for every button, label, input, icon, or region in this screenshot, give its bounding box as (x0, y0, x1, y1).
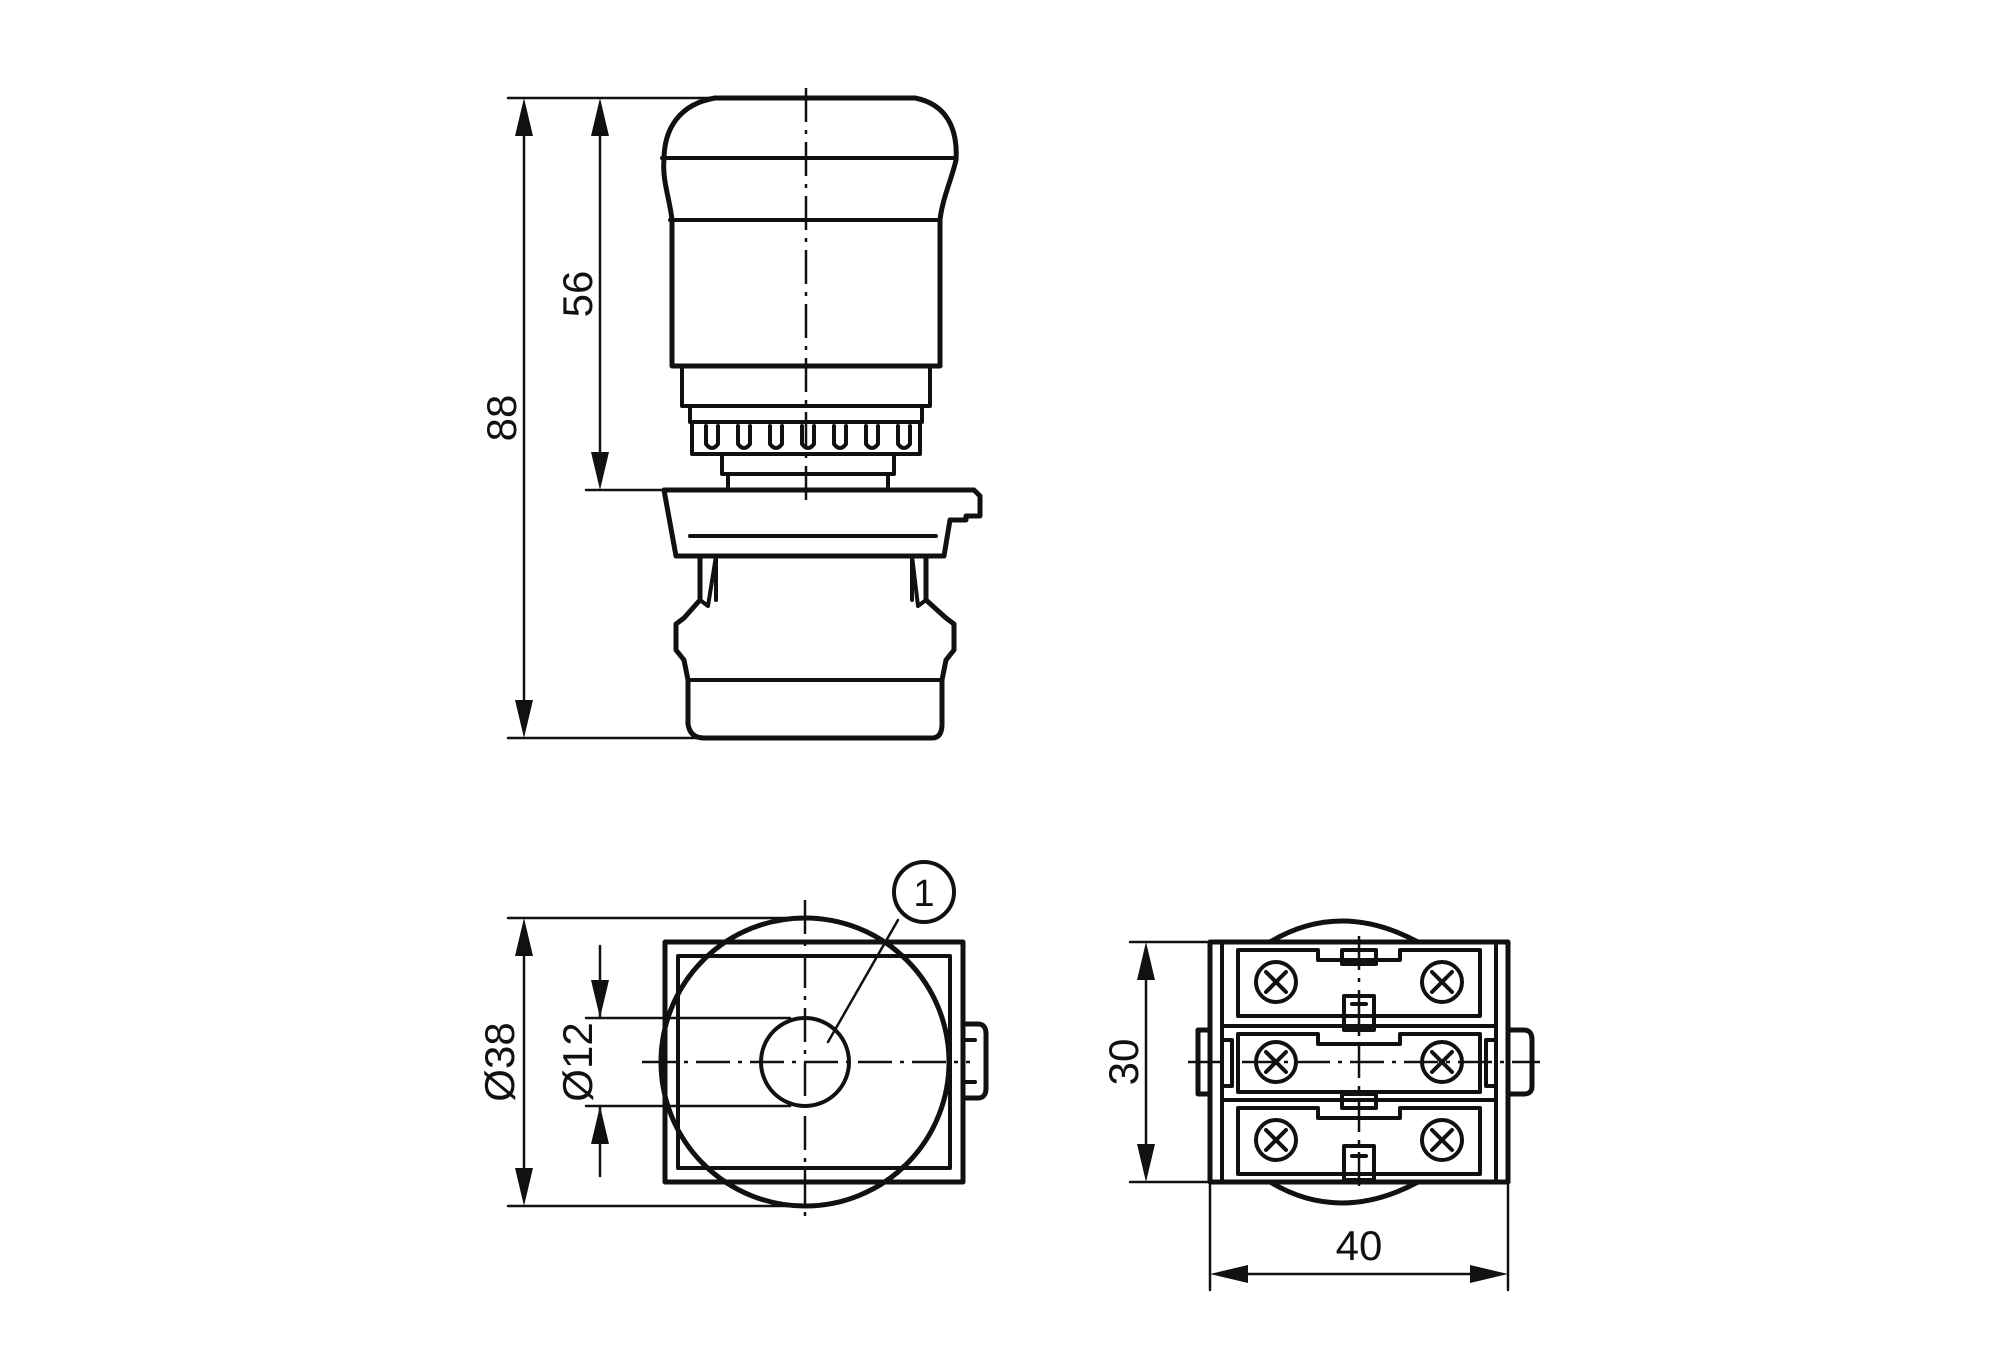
block-width-label: 40 (1336, 1222, 1383, 1269)
front-view: 1 Ø38 Ø12 (476, 860, 989, 1222)
side-view: 88 56 (478, 88, 983, 741)
callout-1: 1 (826, 860, 956, 1044)
head-diameter-label: Ø38 (476, 1022, 523, 1101)
contact-module-bottom (1236, 1106, 1482, 1176)
screw-icon (1254, 960, 1298, 1004)
mushroom-head-outline (661, 95, 959, 369)
body-latch-right (910, 554, 928, 608)
knurl-ridges (704, 424, 912, 450)
head-height-label: 56 (554, 271, 601, 318)
screw-icon (1254, 1118, 1298, 1162)
body-latch-left (698, 554, 718, 608)
dimension-head-height: 56 (554, 98, 702, 492)
frame-side-tab (960, 1021, 989, 1101)
dimension-block-width: 40 (1208, 1180, 1510, 1292)
block-height-label: 30 (1100, 1039, 1147, 1086)
head-arc-top (1267, 918, 1421, 945)
dimension-overall-height: 88 (478, 96, 722, 740)
overall-height-label: 88 (478, 395, 525, 442)
dimension-head-diameter: Ø38 (476, 916, 802, 1208)
center-diameter-label: Ø12 (554, 1022, 601, 1101)
contact-module-middle (1236, 1032, 1482, 1094)
dimension-block-height: 30 (1100, 940, 1214, 1184)
callout-1-label: 1 (913, 873, 934, 915)
contact-module-top (1236, 948, 1482, 1018)
head-arc-bottom (1267, 1179, 1421, 1206)
rear-view: 30 40 (1100, 918, 1540, 1292)
dimension-center-diameter: Ø12 (554, 944, 792, 1178)
mounting-flange (661, 487, 983, 559)
screw-icon (1420, 960, 1464, 1004)
body-outline (673, 553, 957, 741)
thread-neck (720, 452, 896, 476)
screw-icon (1420, 1118, 1464, 1162)
